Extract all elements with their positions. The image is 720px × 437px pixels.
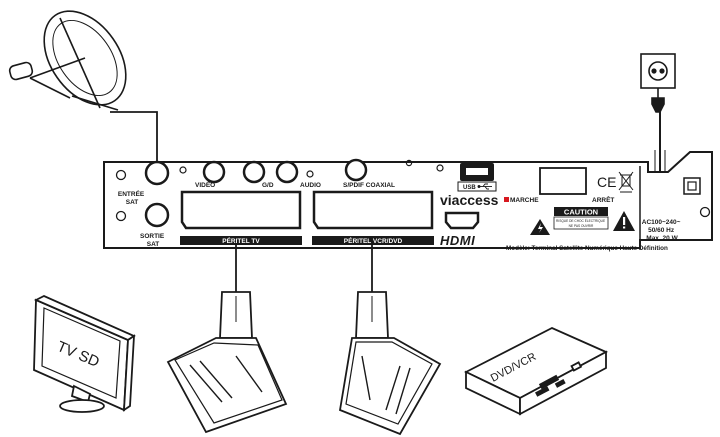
label-hdmi: HDMI <box>440 233 475 248</box>
video-rca-connector[interactable] <box>202 160 226 184</box>
power-plug-icon <box>640 53 676 150</box>
sat-out-connector[interactable] <box>144 202 170 228</box>
scart-vcr-connector[interactable] <box>312 190 434 245</box>
usb-icon <box>477 183 492 190</box>
caution-box <box>554 207 608 216</box>
label-video: VIDÉO <box>195 180 215 189</box>
audio-left-rca-connector[interactable] <box>242 160 266 184</box>
dish-cable <box>110 111 158 165</box>
ce-mark: CE <box>597 174 616 190</box>
label-caution: CAUTION <box>564 208 598 217</box>
scart-tv-connector[interactable] <box>180 190 302 245</box>
lightning-warning-icon <box>530 219 550 235</box>
hdmi-port[interactable] <box>444 211 480 230</box>
label-marche: MARCHE <box>510 197 539 204</box>
label-arret: ARRÊT <box>592 195 614 204</box>
scart-plug-icon <box>338 291 442 436</box>
mount-hole <box>115 210 127 222</box>
audio-right-rca-connector[interactable] <box>275 160 299 184</box>
label-power-rating: AC100~240~ 50/60 Hz Max. 20 W <box>642 219 682 242</box>
label-gd: G/D <box>262 182 274 189</box>
label-audio: AUDIO <box>300 182 321 189</box>
mount-hole <box>115 169 127 181</box>
label-peritel-tv: PÉRITEL TV <box>222 236 260 245</box>
label-entree-sat: ENTRÉE SAT <box>118 189 146 206</box>
led-indicator <box>306 170 314 178</box>
weee-bin-icon <box>618 171 634 193</box>
label-caution-sub: RISQUE DE CHOC ÉLECTRIQUE NE PAS OUVRIR <box>556 218 606 228</box>
led-indicator <box>405 159 413 167</box>
spdif-coax-connector[interactable] <box>344 158 368 182</box>
label-peritel-vcr: PÉRITEL VCR/DVD <box>344 236 403 245</box>
satellite-dish-icon <box>8 10 127 111</box>
tv-icon <box>33 295 136 413</box>
label-sortie-sat: SORTIE SAT <box>140 233 166 248</box>
usb-port[interactable] <box>460 163 494 181</box>
label-spdif: S/PDIF COAXIAL <box>343 182 395 189</box>
usb-label-box <box>457 181 497 192</box>
caution-sub-box <box>553 216 609 230</box>
brand-viaccess: viaccess <box>440 192 499 208</box>
label-usb: USB <box>463 185 476 191</box>
label-model: Modèle: Terminal Satellite Numérique Hau… <box>506 245 668 252</box>
led-indicator <box>436 164 444 172</box>
scart-plug-icon <box>166 291 288 434</box>
exclamation-warning-icon <box>613 211 635 231</box>
fuse-box-inner <box>687 181 697 191</box>
power-switch[interactable] <box>539 167 587 195</box>
dvd-vcr-icon <box>463 327 609 416</box>
sat-in-connector[interactable] <box>144 160 170 186</box>
mount-hole <box>699 206 711 218</box>
led-indicator <box>179 166 187 174</box>
brand-accent-square <box>504 197 509 202</box>
